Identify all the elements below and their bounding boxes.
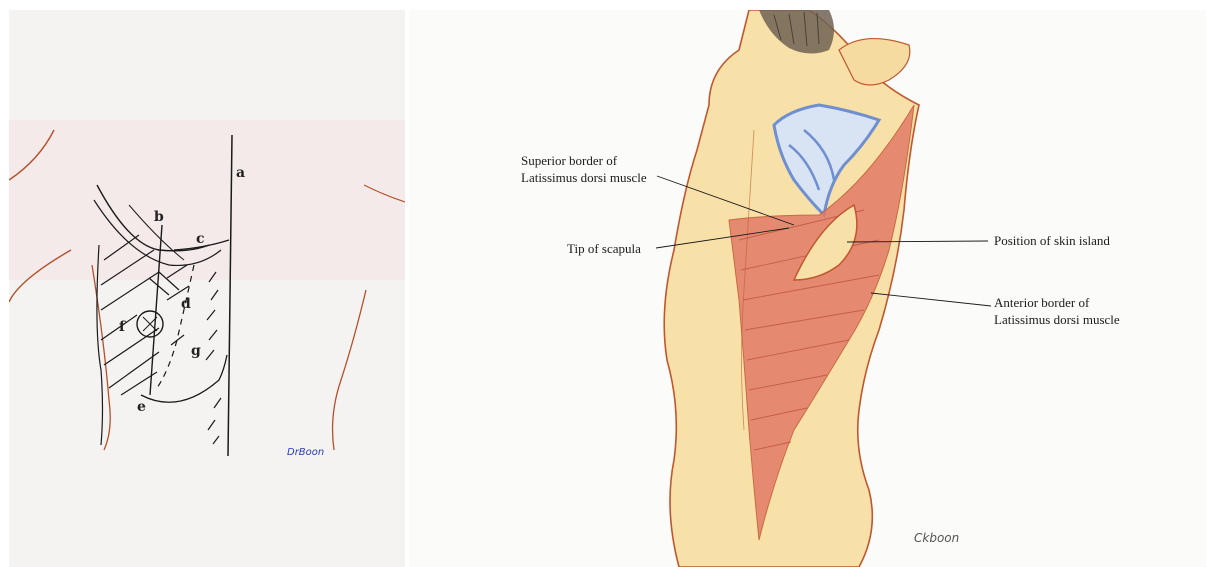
label-tip-of-scapula: Tip of scapula [567, 241, 641, 256]
back-marking-sketch: a b c d e f g DrBoon [9, 10, 405, 567]
hatching-right [206, 272, 221, 444]
letter-f: f [119, 319, 126, 335]
artist-signature-right: Ckboon [914, 531, 959, 545]
letter-c: c [196, 231, 205, 247]
letter-d: d [181, 296, 191, 312]
label-anterior-border-line2: Latissimus dorsi muscle [994, 312, 1120, 327]
label-superior-border-line1: Superior border of [521, 153, 618, 168]
latissimus-dorsi-illustration: Superior border of Latissimus dorsi musc… [409, 10, 1206, 567]
label-anterior-border-line1: Anterior border of [994, 295, 1090, 310]
letter-e: e [137, 399, 146, 415]
right-illustration-panel: Superior border of Latissimus dorsi musc… [409, 10, 1206, 567]
right-flank-contour [333, 290, 366, 450]
label-superior-border-line2: Latissimus dorsi muscle [521, 170, 647, 185]
letter-a: a [236, 165, 245, 181]
letter-g: g [191, 343, 201, 359]
line-e-curve [141, 355, 227, 402]
left-sketch-panel: a b c d e f g DrBoon [9, 10, 405, 567]
letter-b: b [154, 209, 164, 225]
label-skin-island: Position of skin island [994, 233, 1110, 248]
artist-signature-left: DrBoon [287, 447, 324, 458]
pink-wash [9, 120, 405, 280]
left-flank-contour [92, 265, 110, 450]
